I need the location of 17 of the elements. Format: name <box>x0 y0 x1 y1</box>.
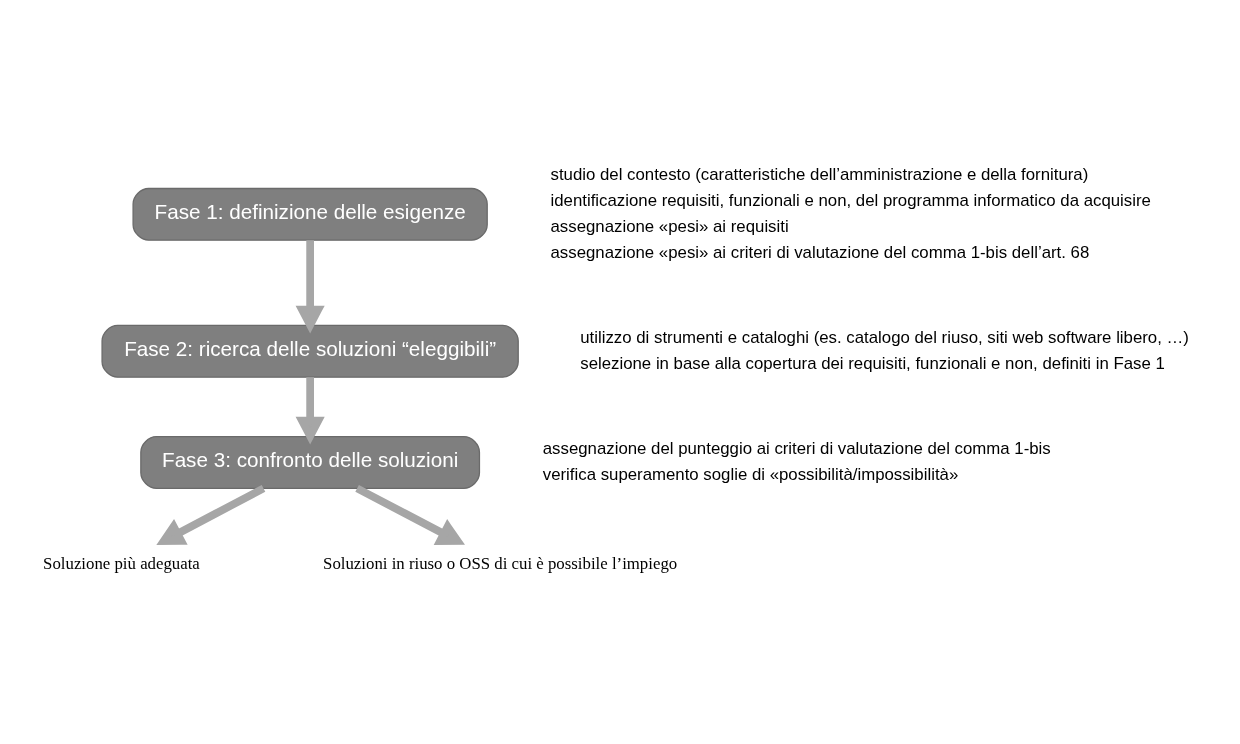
node-text: Soluzione più adeguata <box>43 553 200 573</box>
arrow <box>156 484 266 545</box>
node-text: Soluzioni in riuso o OSS di cui è possibile l’impiego <box>323 553 678 573</box>
arrow <box>355 484 465 545</box>
node-label: assegnazione «pesi» ai criteri di valutazione del comma 1-bis dell’art. 68 <box>550 242 1090 262</box>
arrow <box>295 377 325 445</box>
node-box: Fase 1: definizione delle esigenze <box>132 187 488 241</box>
node-label: identificazione requisiti, funzionali e non, del programma informatico da acquisire <box>550 190 1151 210</box>
node-label: studio del contesto (caratteristiche dell’amministrazione e della fornitura) <box>550 164 1089 184</box>
arrow <box>295 240 325 334</box>
node-box: Fase 2: ricerca delle soluzioni “eleggibili” <box>101 324 519 378</box>
node-box: Fase 3: confronto delle soluzioni <box>140 435 481 489</box>
node-label: assegnazione «pesi» ai requisiti <box>550 216 789 236</box>
node-label: selezione in base alla copertura dei requisiti, funzionali e non, definiti in Fase 1 <box>580 353 1165 373</box>
node-label: utilizzo di strumenti e cataloghi (es. catalogo del riuso, siti web software libero, …) <box>580 327 1189 347</box>
node-label: verifica superamento soglie di «possibilità/impossibilità» <box>542 464 959 484</box>
node-label: assegnazione del punteggio ai criteri di valutazione del comma 1-bis <box>542 438 1051 458</box>
